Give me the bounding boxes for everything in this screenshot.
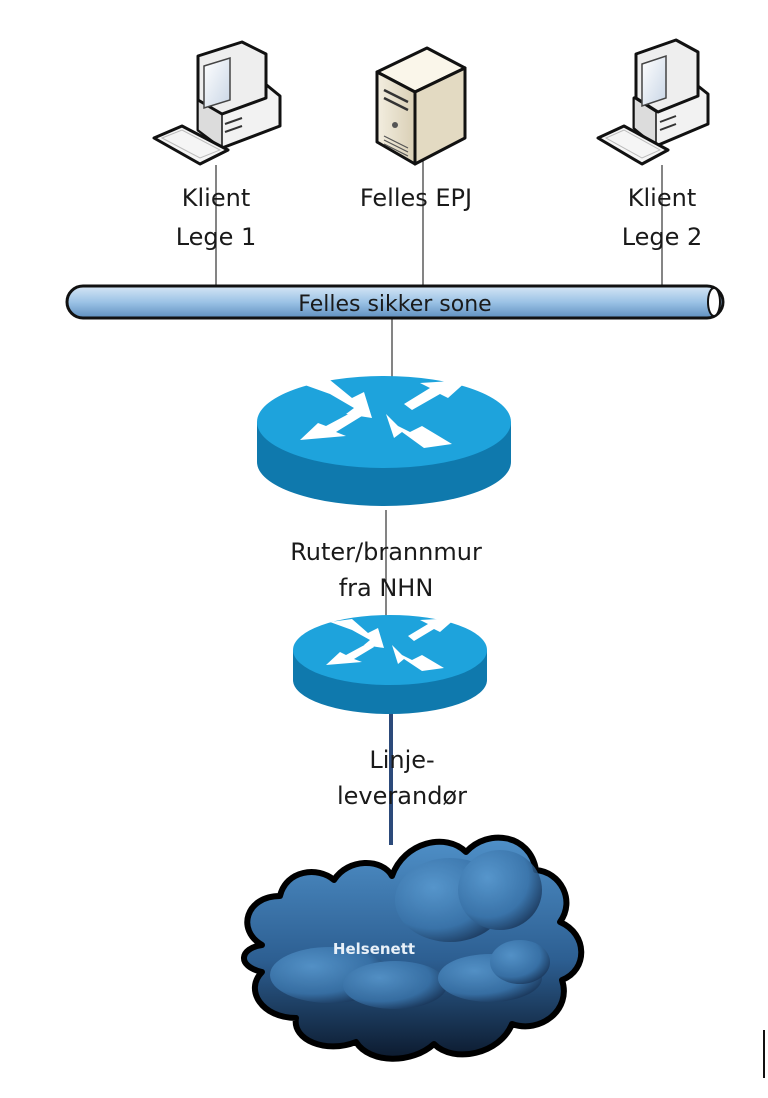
client1-label-line1: Klient [182, 184, 250, 212]
router2-label-line1: Linje- [369, 746, 434, 774]
cloud-label: Helsenett [333, 940, 415, 958]
client-lege-2[interactable] [596, 38, 710, 166]
secure-zone-bus[interactable]: Felles sikker sone [65, 284, 725, 320]
router-arrows-icon [300, 380, 468, 448]
bus-label: Felles sikker sone [298, 292, 491, 317]
connections [215, 158, 663, 845]
client2-label-line2: Lege 2 [622, 223, 703, 251]
router-arrows-icon [326, 618, 456, 671]
desktop-computer-icon [596, 38, 710, 166]
server-label: Felles EPJ [360, 184, 472, 212]
router-icon [293, 615, 487, 714]
router-line-provider[interactable] [293, 615, 487, 714]
client-lege-1[interactable] [152, 40, 282, 166]
router1-label-line1: Ruter/brannmur [290, 538, 482, 566]
cloud-icon [241, 834, 585, 1062]
server-felles-epj[interactable] [375, 46, 467, 166]
cloud-helsenett[interactable]: Helsenett [241, 834, 585, 1062]
server-tower-icon [375, 46, 467, 166]
router-icon [257, 376, 511, 506]
client1-label-line2: Lege 1 [176, 223, 257, 251]
client2-label-line1: Klient [628, 184, 696, 212]
router1-label-line2: fra NHN [339, 574, 434, 602]
router2-label-line2: leverandør [337, 782, 467, 810]
network-bus-icon [65, 284, 725, 320]
desktop-computer-icon [152, 40, 282, 166]
router-nhn[interactable] [257, 376, 511, 506]
